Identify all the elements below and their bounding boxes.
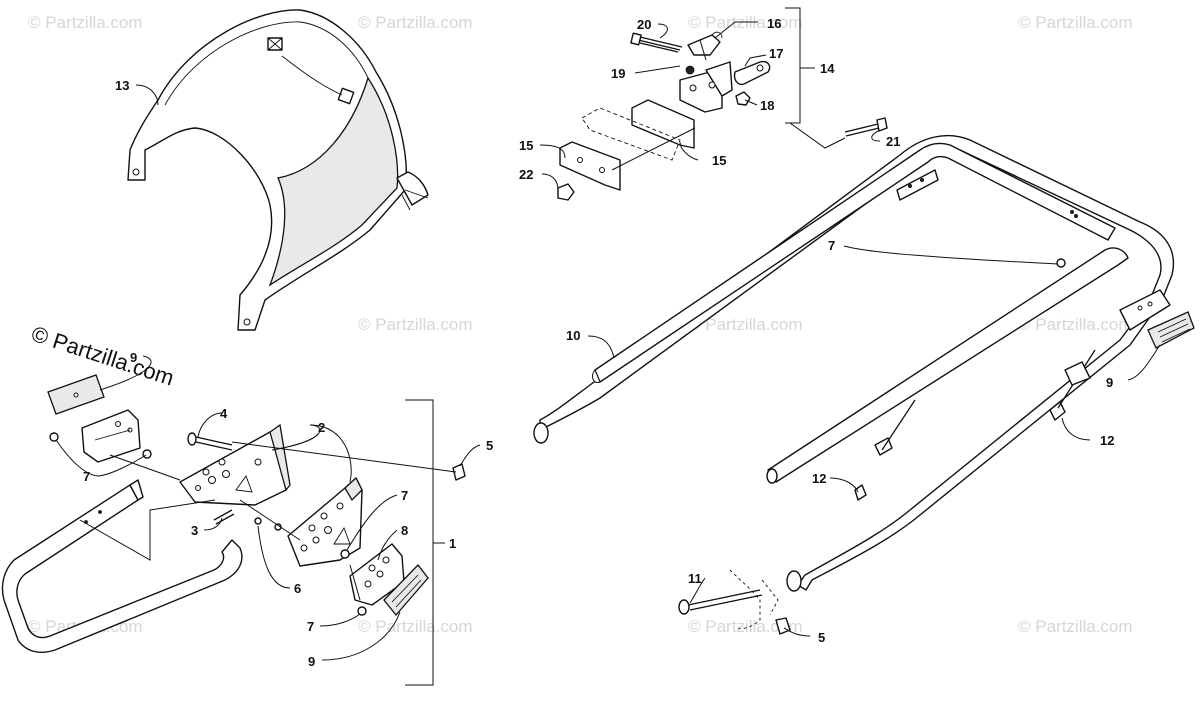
callout-8: 8	[401, 523, 408, 538]
watermark-text: © Partzilla.com	[1018, 315, 1133, 334]
watermark-text: © Partzilla.com	[1018, 617, 1133, 636]
callout-9-right: 9	[1106, 375, 1113, 390]
bolt-20	[637, 39, 681, 51]
hitch-nut-18	[735, 91, 751, 106]
callout-7-bottom: 7	[307, 619, 314, 634]
hitch-pin-17	[733, 60, 771, 86]
callout-9-upper: 9	[130, 350, 137, 365]
callout-6: 6	[294, 581, 301, 596]
nut-7-bottom	[357, 606, 367, 616]
cable-tie-12	[874, 437, 893, 456]
mount-bracket-2	[179, 431, 287, 506]
callout-4: 4	[220, 406, 228, 421]
callout-16: 16	[767, 16, 781, 31]
bumper-assembly	[1, 374, 466, 686]
callout-17: 17	[769, 46, 783, 61]
callout-19: 19	[611, 66, 625, 81]
hood-latch-strap	[396, 171, 429, 206]
callout-22: 22	[519, 167, 533, 182]
callout-5-lower: 5	[818, 630, 825, 645]
screw-3	[213, 509, 235, 525]
callout-13: 13	[115, 78, 129, 93]
watermark-text: © Partzilla.com	[28, 13, 143, 32]
callout-12-center: 12	[812, 471, 826, 486]
bolt-21	[844, 123, 880, 137]
bolt-4	[195, 436, 233, 451]
watermark-text: © Partzilla.com	[1018, 13, 1133, 32]
nut-7-left	[142, 449, 152, 459]
watermark-text: © Partzilla.com	[688, 315, 803, 334]
nut-6	[254, 517, 262, 525]
callout-3: 3	[191, 523, 198, 538]
nut-22	[557, 183, 575, 201]
hitch-washer-19	[685, 65, 695, 75]
cable-tie-12	[854, 484, 867, 501]
nut-7-center	[340, 549, 350, 559]
watermark-text: © Partzilla.com	[688, 617, 803, 636]
nut-7-left	[49, 432, 59, 442]
hitch-assembly	[557, 7, 888, 201]
frame-end-cap	[533, 422, 549, 444]
hood-cowl	[127, 9, 429, 331]
callout-7-center: 7	[401, 488, 408, 503]
bolt-11	[687, 589, 763, 611]
watermark-text: © Partzilla.com	[358, 13, 473, 32]
callout-11: 11	[688, 571, 702, 586]
cable-tie-12	[1049, 401, 1066, 421]
hitch-clip-16	[687, 34, 721, 56]
watermark-text: © Partzilla.com	[358, 315, 473, 334]
handle-frame	[533, 134, 1195, 635]
callout-2: 2	[318, 420, 325, 435]
reflector-bracket	[1119, 289, 1171, 331]
callout-7-right: 7	[828, 238, 835, 253]
nut-7-right	[1056, 258, 1066, 268]
callout-21: 21	[886, 134, 900, 149]
callout-18: 18	[760, 98, 774, 113]
channel-plate-15a	[631, 99, 695, 149]
callout-7-left: 7	[83, 469, 90, 484]
callout-labels: 1 2 3 4 5 5 6 7 7 7 7 8 9 9 9 10 11 12 1…	[83, 16, 1114, 669]
callout-14: 14	[820, 61, 835, 76]
callout-20: 20	[637, 17, 651, 32]
callout-15-right: 15	[712, 153, 726, 168]
callout-10: 10	[566, 328, 580, 343]
leader-lines	[55, 21, 1161, 661]
callout-1: 1	[449, 536, 456, 551]
callout-5-upper: 5	[486, 438, 493, 453]
callout-15-left: 15	[519, 138, 533, 153]
callout-9-lower: 9	[308, 654, 315, 669]
frame-end-cap	[786, 570, 802, 592]
channel-plate-15b	[559, 141, 621, 191]
clip-5-upper	[452, 463, 466, 481]
callout-12-right: 12	[1100, 433, 1114, 448]
watermark-text: © Partzilla.com	[358, 617, 473, 636]
reflector-left-lower	[383, 564, 429, 617]
small-bracket	[81, 409, 141, 463]
watermark-prominent: © Partzilla.com	[28, 321, 177, 391]
